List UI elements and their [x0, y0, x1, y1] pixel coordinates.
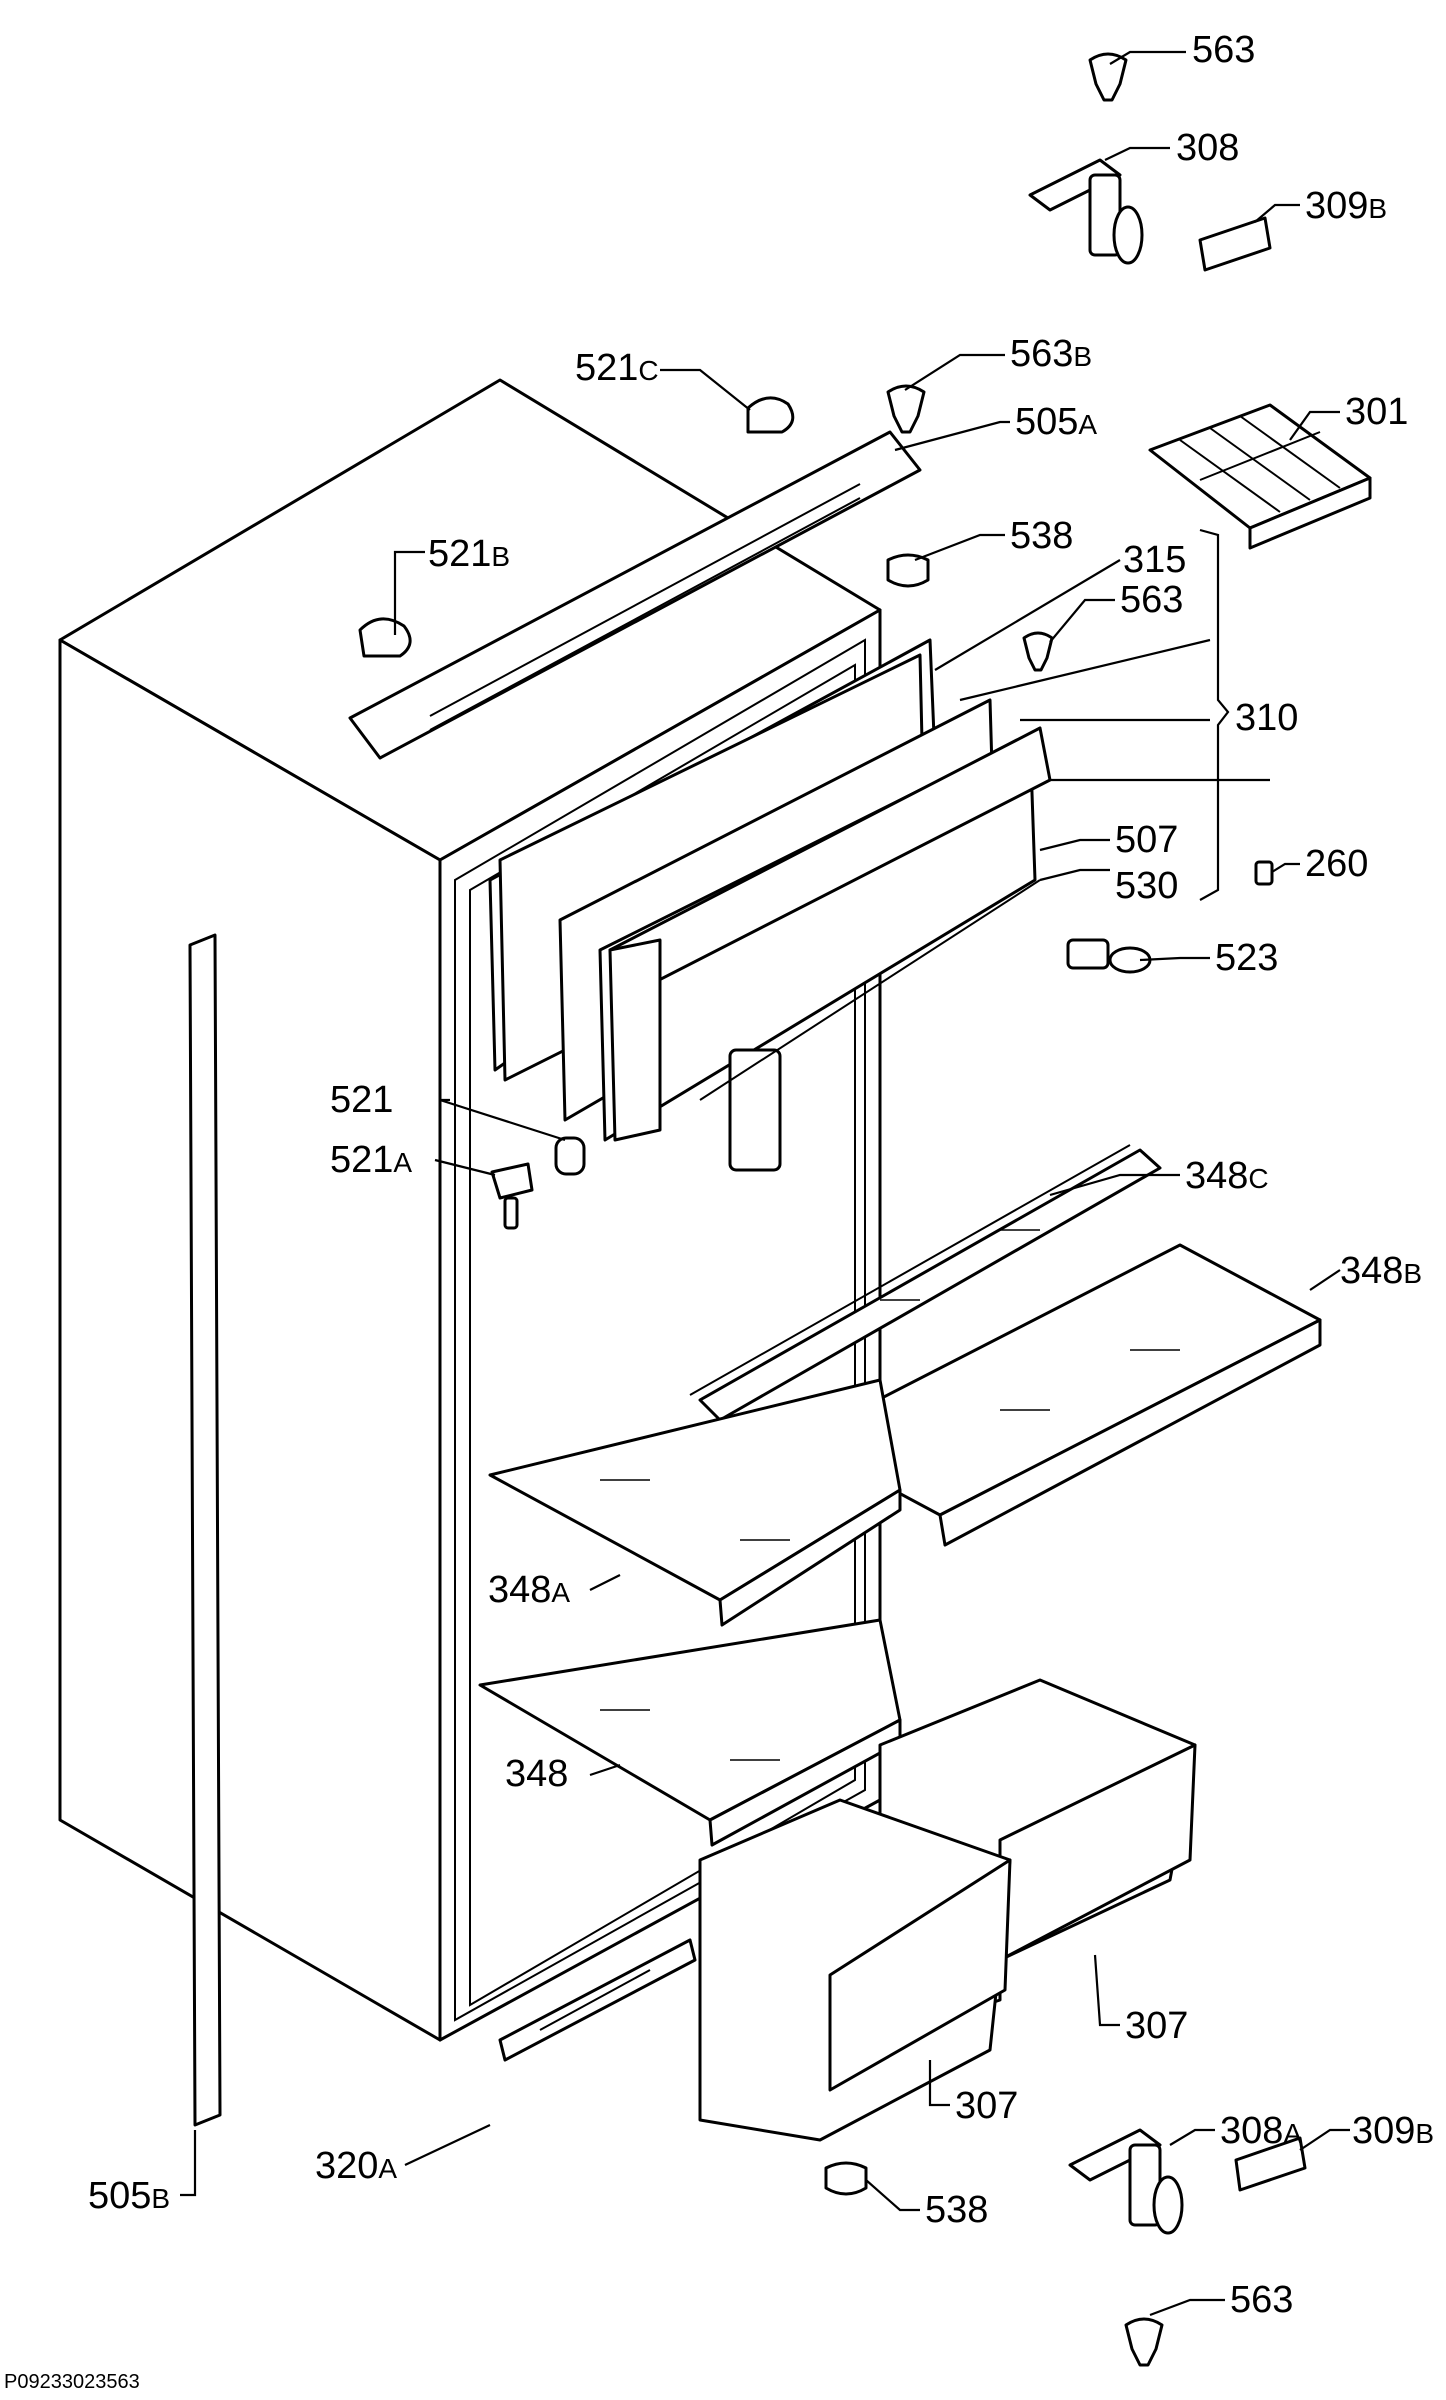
label-348c: 348C	[1185, 1155, 1269, 1197]
screw-563-mid	[1022, 631, 1054, 672]
label-348: 348	[505, 1753, 568, 1795]
label-505b: 505B	[88, 2175, 170, 2217]
label-521: 521	[330, 1079, 393, 1121]
label-301: 301	[1345, 391, 1408, 433]
ice-tray-301	[1148, 403, 1372, 550]
label-260: 260	[1305, 843, 1368, 885]
document-code: P09233023563	[4, 2371, 140, 2393]
label-563-bottom: 563	[1230, 2279, 1293, 2321]
hinge-308a-bottom	[1068, 2128, 1184, 2235]
screw-563-top	[1088, 52, 1128, 102]
label-307-left: 307	[955, 2085, 1018, 2127]
label-507: 507	[1115, 819, 1178, 861]
hinge-bar-505a	[348, 430, 922, 760]
label-320a: 320A	[315, 2145, 397, 2187]
door-gasket-505b	[188, 933, 222, 2127]
label-563-mid: 563	[1120, 579, 1183, 621]
label-plate-309b-bottom	[1234, 2136, 1307, 2192]
hinge-pin-538-top	[886, 553, 930, 588]
label-563-top: 563	[1192, 29, 1255, 71]
brace-310	[1199, 528, 1230, 901]
hinge-pin-538-bottom	[824, 2161, 868, 2196]
crisper-drawer-307-left	[698, 1798, 1012, 2142]
label-563b: 563B	[1010, 333, 1092, 375]
cap-521c	[746, 396, 795, 434]
label-530: 530	[1115, 865, 1178, 907]
label-348a: 348A	[488, 1569, 570, 1611]
label-521a: 521A	[330, 1139, 412, 1181]
vent-grille-320a	[498, 1938, 697, 2062]
fastener-521a	[490, 1162, 534, 1230]
label-308: 308	[1176, 127, 1239, 169]
label-308a: 308A	[1220, 2110, 1302, 2152]
hinge-308-top	[1028, 158, 1144, 265]
label-521c: 521C	[575, 347, 659, 389]
screw-563b	[886, 384, 926, 434]
label-538-top: 538	[1010, 515, 1073, 557]
part-labels: 563 308 309B 521C 563B 505A 301 521B 538…	[4, 29, 1434, 2393]
glass-shelf-348a	[488, 1378, 902, 1627]
bearing-523	[1066, 938, 1152, 974]
cap-521b	[358, 617, 412, 658]
label-307-right: 307	[1125, 2005, 1188, 2047]
label-523: 523	[1215, 937, 1278, 979]
glass-shelf-348c	[689, 1144, 1162, 1422]
glass-shelf-348	[478, 1618, 902, 1847]
clip-260	[1254, 860, 1274, 886]
plug-521	[554, 1136, 586, 1176]
label-309b-top: 309B	[1305, 185, 1387, 227]
screw-563-bottom	[1124, 2317, 1164, 2367]
label-plate-309b-top	[1198, 216, 1272, 272]
label-309b-bottom: 309B	[1352, 2110, 1434, 2152]
label-310: 310	[1235, 697, 1298, 739]
label-538-bottom: 538	[925, 2189, 988, 2231]
leader-lines	[180, 50, 1350, 2317]
label-348b: 348B	[1340, 1250, 1422, 1292]
label-521b: 521B	[428, 533, 510, 575]
label-505a: 505A	[1015, 401, 1097, 443]
label-315: 315	[1123, 539, 1186, 581]
